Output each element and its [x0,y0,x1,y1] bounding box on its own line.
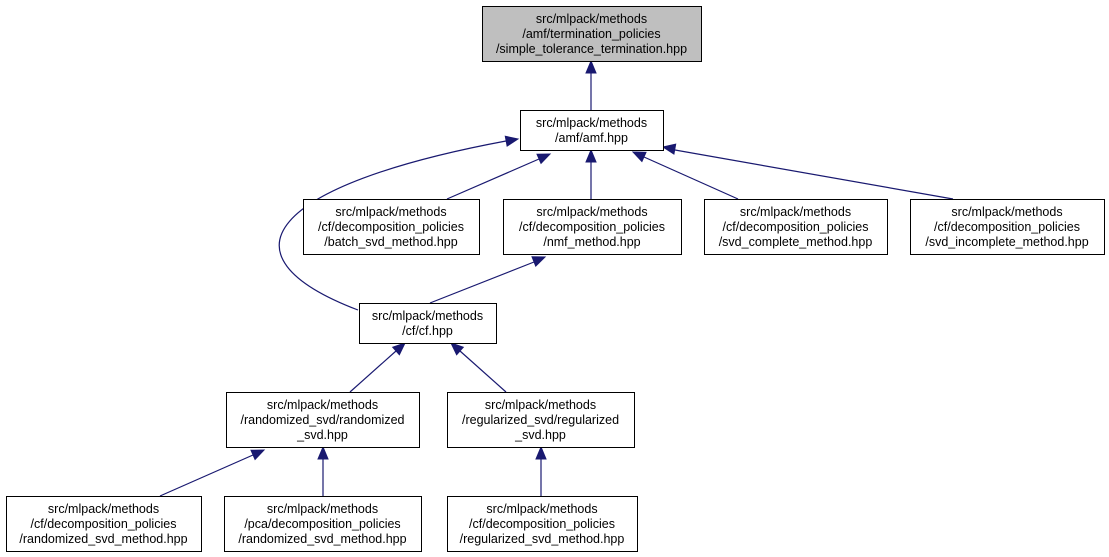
edge-cfreg-to-regsvd [535,445,547,496]
node-label-line: /cf/cf.hpp [402,324,453,338]
arrowhead [585,148,597,163]
node-label-line: src/mlpack/methods [486,502,597,516]
node-box [6,496,202,552]
arrowhead [661,143,677,155]
arrowhead [535,445,547,460]
node-svdi[interactable]: src/mlpack/methods/cf/decomposition_poli… [910,199,1105,255]
node-cf[interactable]: src/mlpack/methods/cf/cf.hpp [359,303,497,344]
node-nmf[interactable]: src/mlpack/methods/cf/decomposition_poli… [503,199,682,255]
node-label-line: /randomized_svd_method.hpp [19,532,187,546]
node-label-line: /cf/decomposition_policies [31,517,177,531]
node-box [503,199,682,255]
arrowhead [631,151,647,163]
node-label-line: src/mlpack/methods [951,205,1062,219]
edge-cf-to-amf [278,135,520,311]
edge-line [459,350,507,393]
node-rsvd[interactable]: src/mlpack/methods/randomized_svd/random… [226,392,420,448]
arrowhead [504,135,520,147]
node-label-line: /batch_svd_method.hpp [324,235,457,249]
node-label-line: /cf/decomposition_policies [723,220,869,234]
arrowhead [391,342,406,356]
arrowhead [536,153,552,165]
edge-line [349,350,397,393]
node-box [910,199,1105,255]
nodes: src/mlpack/methods/amf/termination_polic… [6,6,1105,552]
node-regsvd[interactable]: src/mlpack/methods/regularized_svd/regul… [447,392,635,448]
node-label-line: /svd_incomplete_method.hpp [925,235,1088,249]
edge-svdc-to-amf [631,151,739,200]
node-label-line: /svd_complete_method.hpp [719,235,873,249]
edge-line [643,156,739,200]
edge-line [446,158,540,200]
node-box [303,199,480,255]
node-label-line: src/mlpack/methods [740,205,851,219]
node-box [704,199,888,255]
node-label-line: /cf/decomposition_policies [519,220,665,234]
node-box [520,110,664,151]
edge-regsvd-to-cf [450,342,507,393]
node-label-line: /regularized_svd_method.hpp [460,532,625,546]
node-label-line: src/mlpack/methods [536,205,647,219]
node-svdc[interactable]: src/mlpack/methods/cf/decomposition_poli… [704,199,888,255]
node-label-line: /amf/termination_policies [522,27,660,41]
node-box [224,496,422,552]
arrowhead [450,342,465,356]
node-label-line: src/mlpack/methods [536,116,647,130]
node-label-line: /randomized_svd_method.hpp [238,532,406,546]
node-batch[interactable]: src/mlpack/methods/cf/decomposition_poli… [303,199,480,255]
edge-line [159,454,254,497]
node-pcarand[interactable]: src/mlpack/methods/pca/decomposition_pol… [224,496,422,552]
edge-cfrand-to-rsvd [159,449,266,497]
node-label-line: /cf/decomposition_policies [934,220,1080,234]
node-label-line: src/mlpack/methods [48,502,159,516]
node-label-line: src/mlpack/methods [267,502,378,516]
node-cfrand[interactable]: src/mlpack/methods/cf/decomposition_poli… [6,496,202,552]
node-label-line: /nmf_method.hpp [543,235,640,249]
node-box [226,392,420,448]
node-label-line: src/mlpack/methods [372,309,483,323]
edge-cf-to-nmf [429,256,547,304]
node-label-line: src/mlpack/methods [335,205,446,219]
node-label-line: /regularized_svd/regularized [462,413,619,427]
node-label-line: /randomized_svd/randomized [241,413,405,427]
node-label-line: /cf/decomposition_policies [469,517,615,531]
edge-amf-to-root [585,59,597,110]
edge-pcarand-to-rsvd [317,445,329,496]
node-box [482,6,702,62]
node-label-line: /pca/decomposition_policies [244,517,400,531]
node-label-line: _svd.hpp [296,428,348,442]
node-root[interactable]: src/mlpack/methods/amf/termination_polic… [482,6,702,62]
arrowhead [250,449,266,461]
edge-nmf-to-amf [585,148,597,199]
arrowhead [585,59,597,74]
node-box [447,496,638,552]
edge-line [429,261,535,304]
arrowhead [531,256,547,267]
edge-batch-to-amf [446,153,552,200]
node-cfreg[interactable]: src/mlpack/methods/cf/decomposition_poli… [447,496,638,552]
edge-line [278,140,507,311]
node-label-line: src/mlpack/methods [536,12,647,26]
edge-rsvd-to-cf [349,342,406,393]
edges [159,59,954,497]
node-label-line: src/mlpack/methods [485,398,596,412]
edge-svdi-to-amf [661,143,954,200]
node-label-line: /simple_tolerance_termination.hpp [496,42,687,56]
node-label-line: _svd.hpp [514,428,566,442]
node-box [447,392,635,448]
arrowhead [317,445,329,460]
edge-line [674,149,954,200]
node-label-line: /cf/decomposition_policies [318,220,464,234]
node-label-line: /amf/amf.hpp [555,131,628,145]
node-amf[interactable]: src/mlpack/methods/amf/amf.hpp [520,110,664,151]
node-box [359,303,497,344]
node-label-line: src/mlpack/methods [267,398,378,412]
